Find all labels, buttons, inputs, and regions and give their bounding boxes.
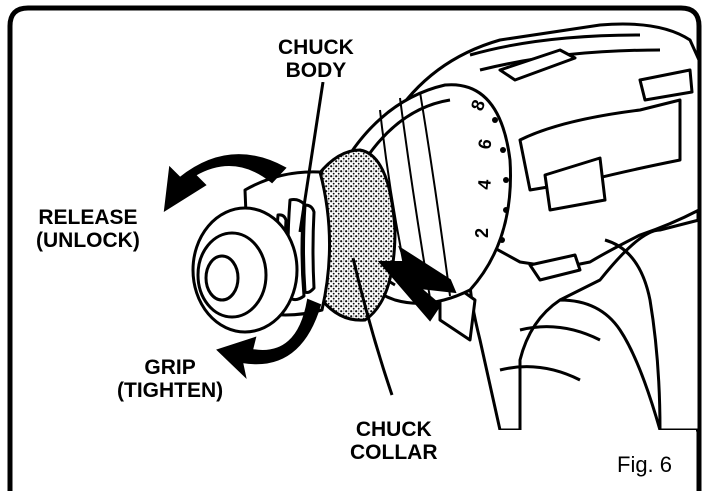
chuck-body-part <box>191 170 331 334</box>
fig-label-area <box>430 430 696 491</box>
dial-number: 2 <box>472 228 492 238</box>
release-arrow-icon <box>163 154 287 212</box>
grip-label: GRIP(TIGHTEN) <box>117 356 224 402</box>
chuck-body-leader <box>298 81 325 233</box>
figure-label: Fig. 6 <box>617 452 673 477</box>
figure-frame <box>7 5 702 491</box>
dial-number: 6 <box>474 137 495 150</box>
chuck-collar-leader <box>351 257 394 396</box>
dial-number: 4 <box>474 179 495 191</box>
release-label: RELEASE(UNLOCK) <box>36 206 140 252</box>
pointer-arrow-icon <box>377 245 457 322</box>
grip-arrow-icon <box>216 298 322 379</box>
